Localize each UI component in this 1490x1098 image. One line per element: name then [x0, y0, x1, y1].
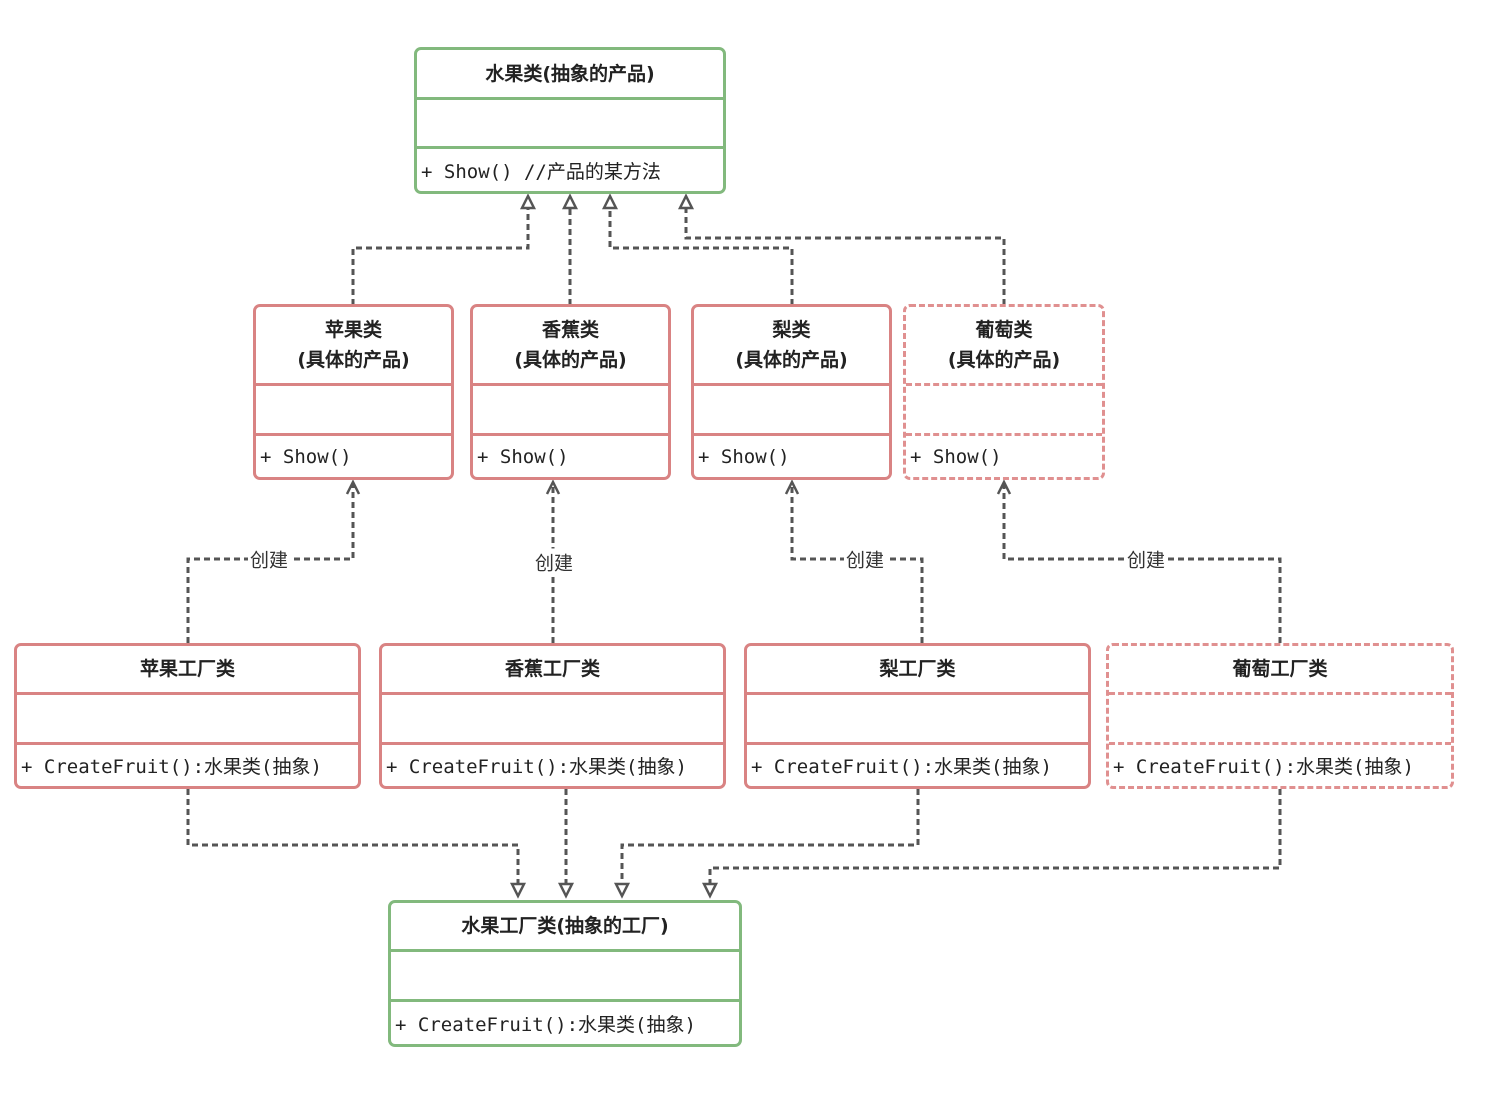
- arrowhead-banana-create: [545, 479, 561, 495]
- create-label-grape: 创建: [1124, 545, 1168, 573]
- realize-grape-factory-edge: [708, 789, 1282, 894]
- class-name: 梨工厂类: [879, 658, 956, 680]
- methods-section: + Show(): [906, 433, 1102, 477]
- method-create-fruit: + CreateFruit():水果类(抽象): [751, 756, 1052, 778]
- create-pear-edge: [790, 484, 924, 643]
- method-show: + Show(): [910, 445, 1002, 468]
- class-title: 苹果工厂类: [17, 646, 358, 692]
- class-title: 葡萄工厂类: [1109, 646, 1451, 692]
- abstract-product-class[interactable]: 水果类(抽象的产品) + Show() //产品的某方法: [414, 47, 726, 194]
- create-label-apple: 创建: [247, 545, 291, 573]
- arrowhead-apple-factory-realize: [509, 882, 527, 899]
- create-apple-edge: [186, 484, 355, 643]
- attributes-section: [417, 97, 723, 146]
- methods-section: + Show(): [256, 433, 451, 477]
- class-stereotype: (具体的产品): [947, 349, 1061, 371]
- pear-product-class[interactable]: 梨类 (具体的产品) + Show(): [691, 304, 892, 480]
- method-create-fruit: + CreateFruit():水果类(抽象): [395, 1013, 696, 1036]
- method-create-fruit: + CreateFruit():水果类(抽象): [21, 756, 322, 778]
- realize-apple-edge: [351, 198, 530, 305]
- arrowhead-pear-create: [784, 479, 800, 495]
- apple-product-class[interactable]: 苹果类 (具体的产品) + Show(): [253, 304, 454, 480]
- attributes-section: [694, 383, 889, 433]
- attributes-section: [473, 383, 668, 433]
- arrowhead-pear-realize: [601, 193, 619, 210]
- class-title: 苹果类 (具体的产品): [256, 307, 451, 383]
- methods-section: + CreateFruit():水果类(抽象): [1109, 742, 1451, 786]
- class-name: 水果类(抽象的产品): [485, 62, 655, 85]
- methods-section: + CreateFruit():水果类(抽象): [391, 999, 739, 1044]
- realize-apple-factory-edge: [186, 789, 520, 894]
- class-name: 苹果工厂类: [139, 658, 235, 680]
- class-name: 香蕉工厂类: [504, 658, 600, 680]
- abstract-factory-class[interactable]: 水果工厂类(抽象的工厂) + CreateFruit():水果类(抽象): [388, 900, 742, 1047]
- methods-section: + CreateFruit():水果类(抽象): [747, 742, 1088, 786]
- pear-factory-class[interactable]: 梨工厂类 + CreateFruit():水果类(抽象): [744, 643, 1091, 789]
- method-create-fruit: + CreateFruit():水果类(抽象): [1113, 756, 1414, 778]
- attributes-section: [747, 692, 1088, 742]
- method-create-fruit: + CreateFruit():水果类(抽象): [386, 756, 687, 778]
- method-show: + Show(): [698, 445, 790, 468]
- attributes-section: [1109, 692, 1451, 742]
- banana-factory-class[interactable]: 香蕉工厂类 + CreateFruit():水果类(抽象): [379, 643, 726, 789]
- methods-section: + CreateFruit():水果类(抽象): [17, 742, 358, 786]
- attributes-section: [382, 692, 723, 742]
- create-label-banana: 创建: [532, 548, 576, 576]
- class-title: 梨工厂类: [747, 646, 1088, 692]
- class-title: 香蕉类 (具体的产品): [473, 307, 668, 383]
- class-stereotype: (具体的产品): [297, 349, 410, 371]
- methods-section: + Show() //产品的某方法: [417, 146, 723, 191]
- method-show: + Show(): [477, 445, 569, 468]
- methods-section: + CreateFruit():水果类(抽象): [382, 742, 723, 786]
- method-show: + Show() //产品的某方法: [421, 160, 661, 183]
- class-name: 香蕉类: [541, 319, 599, 341]
- class-name: 葡萄工厂类: [1232, 658, 1328, 680]
- attributes-section: [906, 383, 1102, 433]
- class-name: 苹果类: [324, 319, 382, 341]
- class-stereotype: (具体的产品): [735, 349, 848, 371]
- class-name: 水果工厂类(抽象的工厂): [461, 915, 669, 937]
- grape-product-class[interactable]: 葡萄类 (具体的产品) + Show(): [903, 304, 1105, 480]
- class-title: 水果类(抽象的产品): [417, 50, 723, 97]
- arrowhead-grape-realize: [677, 193, 695, 210]
- attributes-section: [17, 692, 358, 742]
- attributes-section: [391, 949, 739, 999]
- class-stereotype: (具体的产品): [514, 349, 627, 371]
- methods-section: + Show(): [694, 433, 889, 477]
- class-title: 梨类 (具体的产品): [694, 307, 889, 383]
- realize-pear-factory-edge: [620, 789, 920, 894]
- class-title: 水果工厂类(抽象的工厂): [391, 903, 739, 949]
- arrowhead-grape-create: [996, 479, 1012, 495]
- arrowhead-banana-realize: [561, 193, 579, 210]
- attributes-section: [256, 383, 451, 433]
- arrowhead-pear-factory-realize: [613, 882, 631, 899]
- realize-pear-edge: [608, 198, 794, 305]
- class-title: 葡萄类 (具体的产品): [906, 307, 1102, 383]
- banana-product-class[interactable]: 香蕉类 (具体的产品) + Show(): [470, 304, 671, 480]
- arrowhead-apple-realize: [519, 193, 537, 210]
- method-show: + Show(): [260, 445, 352, 468]
- arrowhead-banana-factory-realize: [557, 882, 575, 899]
- methods-section: + Show(): [473, 433, 668, 477]
- realize-grape-edge: [684, 198, 1006, 305]
- apple-factory-class[interactable]: 苹果工厂类 + CreateFruit():水果类(抽象): [14, 643, 361, 789]
- arrowhead-apple-create: [345, 479, 361, 495]
- class-title: 香蕉工厂类: [382, 646, 723, 692]
- class-name: 梨类: [772, 319, 811, 341]
- create-label-pear: 创建: [843, 545, 887, 573]
- class-name: 葡萄类: [975, 319, 1033, 341]
- arrowhead-grape-factory-realize: [701, 882, 719, 899]
- grape-factory-class[interactable]: 葡萄工厂类 + CreateFruit():水果类(抽象): [1106, 643, 1454, 789]
